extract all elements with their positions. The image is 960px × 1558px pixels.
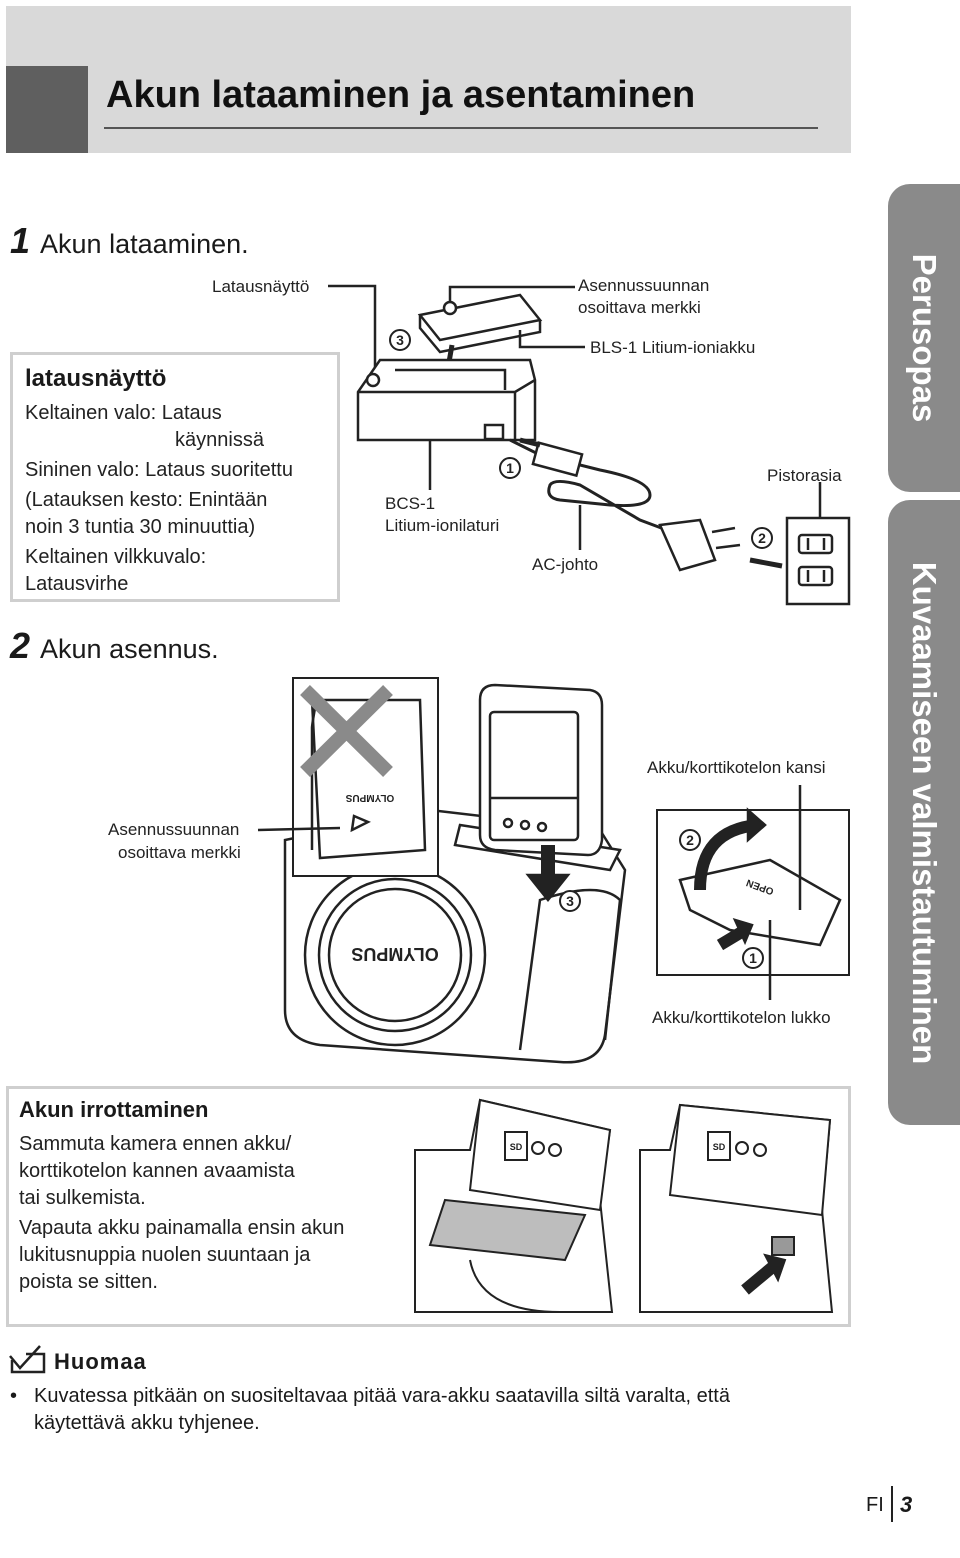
removal-title: Akun irrottaminen bbox=[19, 1097, 209, 1122]
box-line: (Latauksen kesto: Enintään bbox=[25, 489, 268, 511]
leader-indicator bbox=[328, 284, 377, 370]
label-indicator: Latausnäyttö bbox=[212, 277, 310, 296]
sd-mark: SD bbox=[510, 1142, 523, 1152]
box-line: Latausvirhe bbox=[25, 573, 129, 595]
side-tab-preparing[interactable]: Kuvaamiseen valmistautuminen bbox=[888, 500, 960, 1125]
step-text: Akun lataaminen. bbox=[40, 229, 249, 259]
charge-indicator-box: latausnäyttö Keltainen valo: Lataus käyn… bbox=[10, 352, 340, 602]
title-rule bbox=[104, 127, 818, 129]
header-tab bbox=[6, 66, 88, 153]
sd-mark: SD bbox=[713, 1142, 726, 1152]
step-2-marker: 2 bbox=[758, 530, 766, 546]
label-cover: Akku/korttikotelon kansi bbox=[647, 758, 826, 777]
label-lock: Akku/korttikotelon lukko bbox=[652, 1008, 831, 1027]
label-battery: BLS-1 Litium-ioniakku bbox=[590, 338, 756, 357]
footer-language: FI bbox=[866, 1494, 884, 1516]
label-direction-mark-2: osoittava merkki bbox=[578, 298, 701, 317]
side-tab-basic-guide[interactable]: Perusopas bbox=[888, 184, 960, 492]
page-number: 3 bbox=[900, 1492, 913, 1517]
step-1-marker: 1 bbox=[749, 950, 757, 966]
box-line: noin 3 tuntia 30 minuuttia) bbox=[25, 516, 256, 538]
box-line: Keltainen vilkkuvalo: bbox=[25, 546, 207, 568]
note-title: Huomaa bbox=[54, 1349, 147, 1374]
battery-correct bbox=[478, 683, 604, 857]
label-charger-2: Litium-ionilaturi bbox=[385, 516, 500, 535]
step-text: Akun asennus. bbox=[40, 634, 219, 664]
removal-line: tai sulkemista. bbox=[19, 1187, 146, 1209]
step-1-marker: 1 bbox=[506, 460, 514, 476]
box-line: Keltainen valo: Lataus bbox=[25, 402, 222, 424]
plug-shape bbox=[658, 518, 717, 572]
ac-cable-shape bbox=[509, 438, 681, 537]
box-line: Sininen valo: Lataus suoritettu bbox=[25, 459, 293, 481]
label-outlet: Pistorasia bbox=[767, 466, 842, 485]
note-bullet: • bbox=[10, 1385, 18, 1407]
note-line: Kuvatessa pitkään on suositeltavaa pitää… bbox=[34, 1385, 730, 1407]
leader-direction bbox=[448, 285, 575, 305]
box-title: latausnäyttö bbox=[25, 365, 167, 392]
removal-line: lukitusnuppia nuolen suuntaan ja bbox=[19, 1244, 311, 1266]
removal-line: poista se sitten. bbox=[19, 1271, 158, 1293]
removal-line: Sammuta kamera ennen akku/ bbox=[19, 1133, 292, 1155]
step-2-marker: 2 bbox=[686, 832, 694, 848]
note-icon bbox=[9, 1345, 46, 1374]
step-1-heading: 1 Akun lataaminen. bbox=[10, 220, 249, 262]
removal-line: korttikotelon kannen avaamista bbox=[19, 1160, 295, 1182]
step-2-heading: 2 Akun asennus. bbox=[10, 625, 219, 667]
battery-brand: OLYMPUS bbox=[345, 792, 394, 803]
outlet-shape bbox=[785, 516, 851, 606]
brand-logo: OLYMPUS bbox=[351, 944, 438, 964]
step-3-marker: 3 bbox=[566, 893, 574, 909]
box-line: käynnissä bbox=[175, 429, 264, 451]
footer-divider bbox=[891, 1486, 893, 1522]
step-3-marker: 3 bbox=[396, 332, 404, 348]
page-title: Akun lataaminen ja asentaminen bbox=[106, 74, 696, 116]
step-number: 1 bbox=[10, 220, 31, 261]
label-direction-mark-1: Asennussuunnan bbox=[578, 276, 710, 295]
label-charger-1: BCS-1 bbox=[385, 494, 436, 513]
step-number: 2 bbox=[10, 625, 31, 666]
wrong-x-mark bbox=[300, 685, 393, 777]
label-install-direction-2: osoittava merkki bbox=[118, 843, 241, 862]
label-ac-cable: AC-johto bbox=[532, 555, 599, 574]
note-line: käytettävä akku tyhjenee. bbox=[34, 1412, 260, 1434]
label-install-direction-1: Asennussuunnan bbox=[108, 820, 240, 839]
removal-box: Akun irrottaminen Sammuta kamera ennen a… bbox=[6, 1086, 851, 1327]
removal-line: Vapauta akku painamalla ensin akun bbox=[19, 1217, 345, 1239]
